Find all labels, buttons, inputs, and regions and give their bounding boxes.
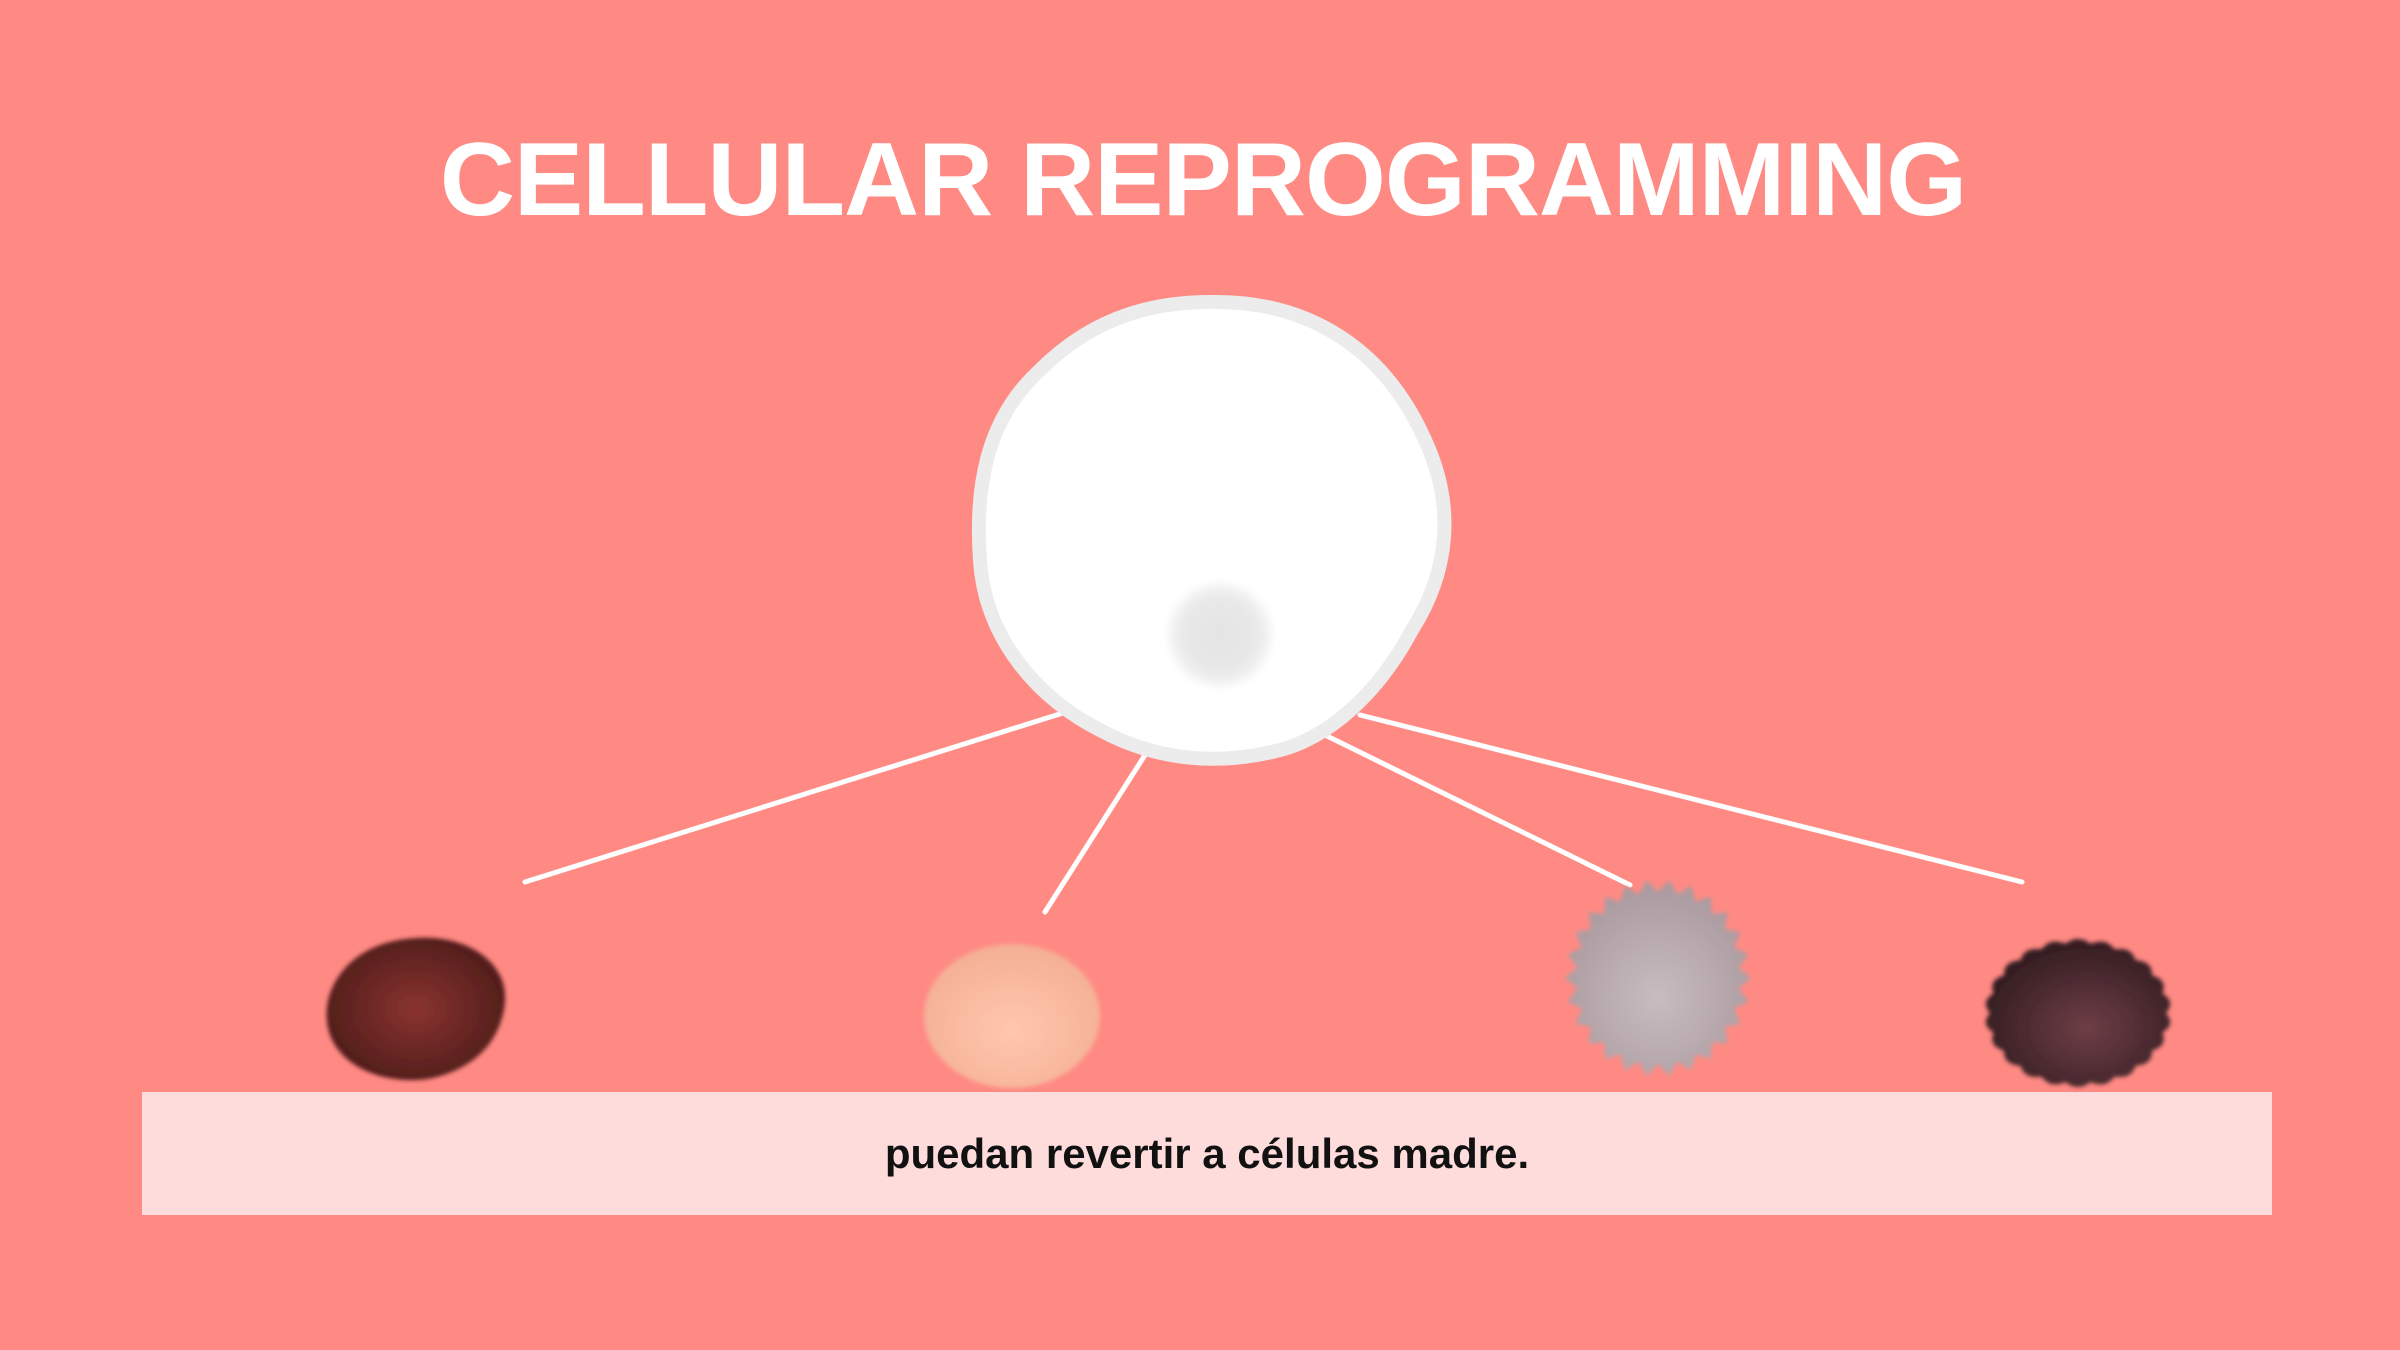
caption-text: puedan revertir a células madre. bbox=[884, 1129, 1530, 1177]
stem-cell-membrane bbox=[971, 294, 1452, 766]
slide-title: CELLULAR REPROGRAMMING bbox=[439, 122, 1967, 238]
connector-line-3 bbox=[1324, 733, 1633, 888]
stem-cell-nucleus bbox=[1168, 583, 1272, 687]
connector-line-4 bbox=[1357, 712, 2025, 885]
caption-bar: puedan revertir a células madre. bbox=[142, 1092, 2272, 1215]
differentiated-cells bbox=[326, 880, 2171, 1088]
gray-spiky-cell bbox=[1564, 880, 1752, 1076]
connector-line-1 bbox=[522, 709, 1069, 885]
dark-red-cell bbox=[326, 937, 506, 1081]
stem-cell bbox=[971, 294, 1452, 766]
connector-line-2 bbox=[1042, 752, 1148, 915]
peach-cell bbox=[924, 944, 1100, 1088]
connector-lines bbox=[522, 709, 2025, 915]
dark-scalloped-cell bbox=[1985, 939, 2171, 1087]
